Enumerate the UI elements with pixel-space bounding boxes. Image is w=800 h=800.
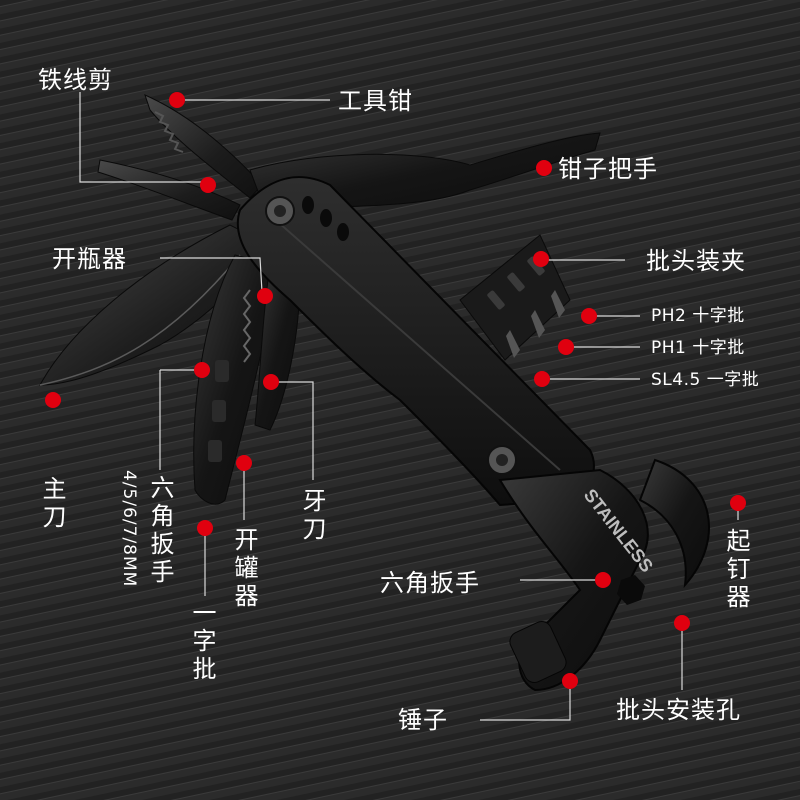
dot-pliers (169, 92, 185, 108)
pliers-jaws (97, 94, 263, 221)
label-hammer: 锤子 (398, 706, 448, 734)
dot-ph1 (558, 339, 574, 355)
label-main-blade: 主刀 (38, 476, 66, 532)
dot-sl45 (534, 371, 550, 387)
label-pliers: 工具钳 (338, 87, 413, 115)
dot-hex-wrench-tool (194, 362, 210, 378)
dot-can-opener (236, 455, 252, 471)
screw-top (265, 196, 295, 226)
dot-hammer (562, 673, 578, 689)
dot-bit-holder (533, 251, 549, 267)
screw-bottom (487, 445, 517, 475)
label-flat-screwdriver: 一字批 (188, 600, 216, 684)
callout-dots (45, 92, 746, 689)
dot-main-blade (45, 392, 61, 408)
dot-nail-puller (730, 495, 746, 511)
hex-wrench-tool (193, 254, 276, 505)
dot-plier-handle (536, 160, 552, 176)
dot-saw-blade (263, 374, 279, 390)
label-sl45: SL4.5 一字批 (651, 370, 760, 390)
label-saw-blade: 牙刀 (298, 488, 326, 544)
label-plier-handle: 钳子把手 (558, 155, 658, 183)
dot-wire-cutter (200, 177, 216, 193)
saw-blade (254, 264, 301, 431)
label-ph1: PH1 十字批 (651, 338, 745, 358)
label-can-opener: 开罐器 (230, 527, 258, 611)
dot-flat-screwdriver (197, 520, 213, 536)
leader-lines (79, 92, 739, 721)
dot-bit-hole (674, 615, 690, 631)
label-wire-cutter: 铁线剪 (38, 66, 113, 94)
dot-hex-wrench-head (595, 572, 611, 588)
plier-handle-arm (249, 132, 601, 211)
dot-ph2 (581, 308, 597, 324)
dot-bottle-opener (257, 288, 273, 304)
label-hex-wrench-head: 六角扳手 (380, 569, 480, 597)
label-bit-hole: 批头安装孔 (616, 696, 741, 724)
grip-holes (302, 196, 349, 241)
label-bit-holder: 批头装夹 (646, 247, 746, 275)
main-handle (236, 176, 595, 507)
label-bottle-opener: 开瓶器 (52, 245, 127, 273)
label-ph2: PH2 十字批 (651, 306, 745, 326)
label-hex-sizes: 4/5/6/7/8MM (119, 470, 139, 588)
label-nail-puller: 起钉器 (722, 528, 750, 612)
label-hex-wrench-tool: 六角扳手 (146, 475, 174, 587)
